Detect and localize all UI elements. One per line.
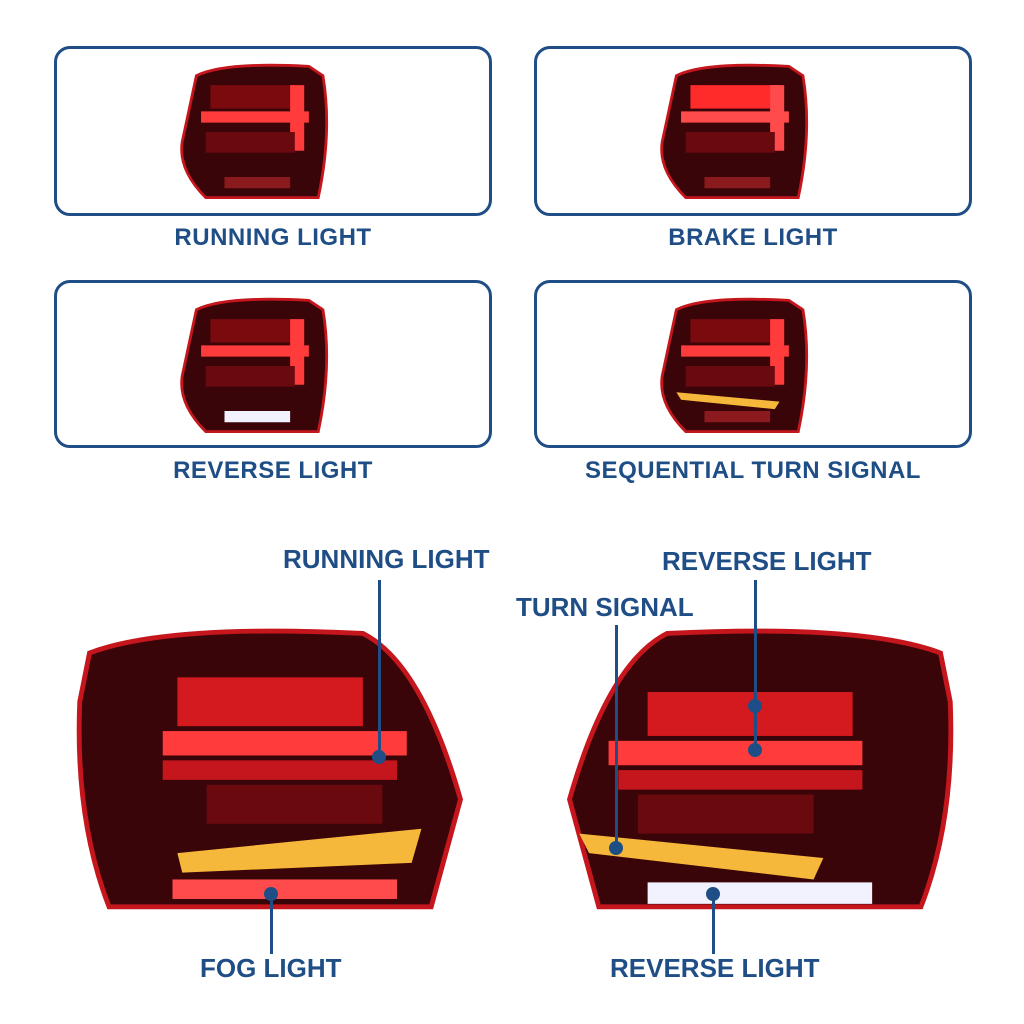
tail-lamp-right-large-image bbox=[566, 628, 954, 910]
tail-lamp-brake-image bbox=[660, 63, 809, 200]
callout-running-light-dot bbox=[372, 750, 386, 764]
panel-reverse-light bbox=[54, 280, 492, 448]
tail-lamp-turn-image bbox=[660, 297, 809, 434]
tail-lamp-left-large-image bbox=[76, 628, 464, 910]
callout-reverse-light-top-label: REVERSE LIGHT bbox=[662, 546, 872, 576]
callout-reverse-light-bottom-line bbox=[712, 896, 715, 954]
panel-sequential-turn-signal bbox=[534, 280, 972, 448]
panel-running-light bbox=[54, 46, 492, 216]
callout-fog-light-dot bbox=[264, 887, 278, 901]
callout-fog-light-line bbox=[270, 896, 273, 954]
caption-brake-light: BRAKE LIGHT bbox=[668, 224, 838, 251]
caption-sequential-turn-signal: SEQUENTIAL TURN SIGNAL bbox=[585, 457, 921, 484]
callout-reverse-light-bottom-label: REVERSE LIGHT bbox=[610, 953, 820, 983]
caption-reverse-light: REVERSE LIGHT bbox=[173, 457, 373, 484]
callout-reverse-light-top-dot-2 bbox=[748, 743, 762, 757]
panel-brake-light bbox=[534, 46, 972, 216]
callout-running-light-label: RUNNING LIGHT bbox=[283, 544, 490, 574]
callout-turn-signal-line bbox=[615, 625, 618, 845]
callout-turn-signal-label: TURN SIGNAL bbox=[516, 592, 694, 622]
callout-reverse-light-top-line bbox=[754, 580, 757, 750]
caption-running-light: RUNNING LIGHT bbox=[174, 224, 372, 251]
callout-reverse-light-bottom-dot bbox=[706, 887, 720, 901]
tail-lamp-reverse-image bbox=[180, 297, 329, 434]
callout-turn-signal-dot bbox=[609, 841, 623, 855]
callout-fog-light-label: FOG LIGHT bbox=[200, 953, 342, 983]
callout-running-light-line bbox=[378, 580, 381, 752]
callout-reverse-light-top-dot-1 bbox=[748, 699, 762, 713]
tail-lamp-running-image bbox=[180, 63, 329, 200]
